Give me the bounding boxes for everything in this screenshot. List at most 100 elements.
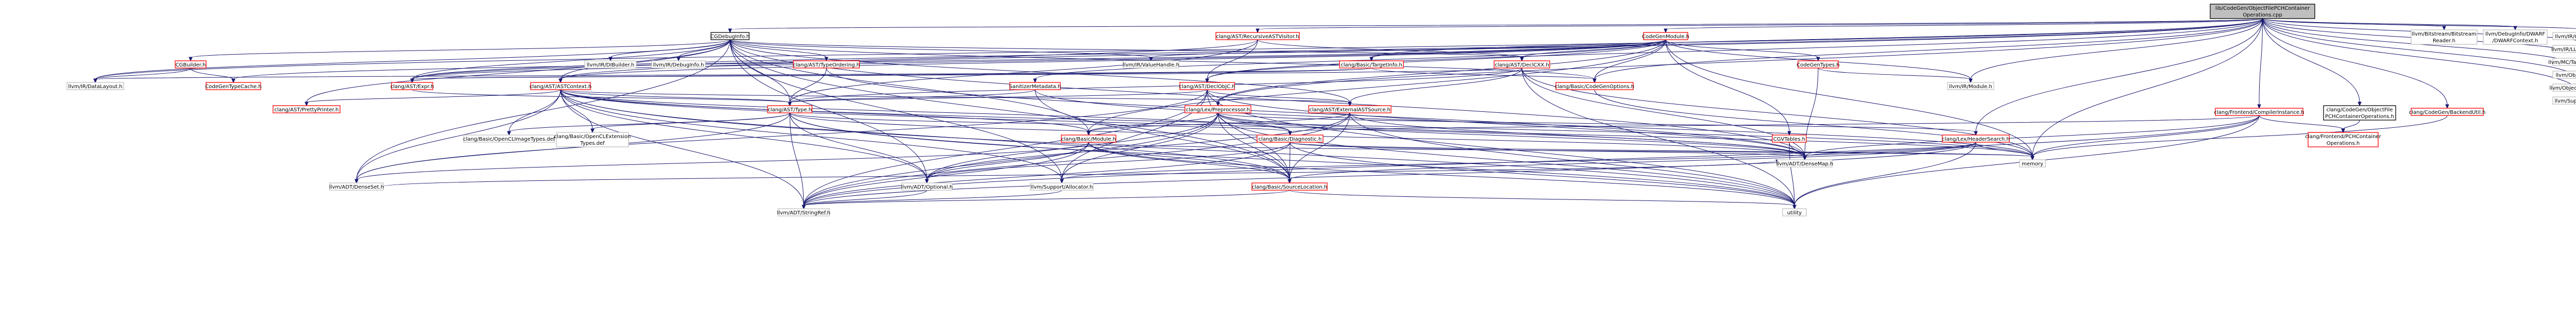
node-label: clang/Lex/HeaderSearch.h	[1942, 137, 2009, 142]
include-edge-root-to-cgdebuginfo	[728, 18, 2263, 33]
graph-node-compilerinstance[interactable]: clang/Frontend/CompilerInstance.h	[2214, 108, 2304, 116]
edge-arrowhead	[676, 57, 681, 62]
edge-line	[2262, 18, 2445, 27]
node-label: clang/AST/Expr.h	[391, 84, 434, 90]
graph-node-declobjc[interactable]: clang/AST/DeclObjC.h	[1179, 82, 1235, 90]
graph-node-lexpreprocessor[interactable]: clang/Lex/Preprocessor.h	[1184, 105, 1251, 113]
graph-node-sanitizermetadata[interactable]: SanitizerMetadata.h	[1009, 82, 1061, 90]
edge-arrowhead	[728, 28, 732, 33]
graph-node-cgdebuginfo[interactable]: CGDebugInfo.h	[710, 32, 750, 40]
edge-line	[560, 89, 1291, 132]
edge-line	[730, 39, 1522, 58]
edge-arrowhead	[558, 78, 563, 83]
graph-node-debuginfo: llvm/IR/DebugInfo.h	[651, 60, 706, 69]
edge-line	[1975, 18, 2263, 132]
include-edge-headersearch-to-densemap	[1803, 142, 1976, 161]
graph-node-astcontext[interactable]: clang/AST/ASTContext.h	[530, 82, 592, 90]
edge-line	[1088, 142, 1795, 206]
node-box	[1009, 82, 1061, 90]
edge-line	[826, 68, 1805, 157]
edge-line	[1150, 39, 1666, 58]
graph-node-root[interactable]: lib/CodeGen/ObjectFilePCHContainerOperat…	[2210, 4, 2315, 19]
graph-node-typeordering[interactable]: clang/AST/TypeOrdering.h	[793, 60, 860, 69]
edge-line	[95, 68, 191, 80]
include-edge-codegenmodule-to-codegentypecache	[231, 39, 1666, 83]
graph-node-declcxx[interactable]: clang/AST/DeclCXX.h	[1494, 60, 1550, 69]
include-edge-astcontext-to-diagnostic	[560, 89, 1292, 136]
graph-node-exprh[interactable]: clang/AST/Expr.h	[391, 82, 434, 90]
graph-node-codegenoptions[interactable]: clang/Basic/CodeGenOptions.h	[1555, 82, 1634, 90]
include-edge-astcontext-to-prettyprinter	[304, 89, 561, 107]
node-label: clang/Basic/CodeGenOptions.h	[1555, 84, 1634, 90]
edge-arrowhead	[2445, 104, 2449, 109]
edge-arrowhead	[1974, 131, 1978, 136]
node-label: CodeGenTypeCache.h	[205, 84, 261, 90]
edge-arrowhead	[507, 131, 511, 136]
edge-line	[356, 142, 1089, 180]
graph-node-valuehandle: llvm/IR/ValueHandle.h	[1123, 60, 1179, 69]
graph-node-basicmodule[interactable]: clang/Basic/Module.h	[1061, 135, 1116, 143]
graph-node-recursiveastvisitor[interactable]: clang/AST/RecursiveASTVisitor.h	[1215, 32, 1300, 40]
include-edge-root-to-memory	[2030, 18, 2263, 161]
graph-node-cgvtables[interactable]: CGVTables.h	[1772, 135, 1807, 143]
edge-arrowhead	[2030, 156, 2035, 161]
node-box	[391, 82, 433, 90]
include-edge-codegenmodule-to-declobjc	[1205, 39, 1666, 83]
edge-line	[2259, 18, 2263, 106]
edge-line	[2262, 18, 2448, 106]
edge-line	[1521, 39, 1666, 58]
graph-node-codegentypes[interactable]: CodeGenTypes.h	[1797, 60, 1840, 69]
edge-line	[1217, 18, 2263, 103]
edge-arrowhead	[304, 102, 309, 107]
graph-node-objectfilepch[interactable]: clang/CodeGen/ObjectFilePCHContainerOper…	[2323, 105, 2396, 121]
edge-line	[1804, 68, 1819, 157]
edge-line	[1290, 115, 2260, 132]
graph-node-opencl_imagetypes: clang/Basic/OpenCLImageTypes.def	[463, 135, 555, 143]
node-box	[1947, 82, 1994, 90]
edge-line	[233, 39, 1666, 80]
node-box	[584, 60, 637, 69]
include-edge-externalastsource-to-basicmodule	[1087, 112, 1350, 136]
graph-node-sourcelocation[interactable]: clang/Basic/SourceLocation.h	[1251, 182, 1328, 191]
graph-node-pchcontainerops[interactable]: clang/Frontend/PCHContainerOperations.h	[2305, 132, 2382, 147]
include-edge-root-to-path	[2262, 18, 2576, 88]
graph-node-codegentypecache[interactable]: CodeGenTypeCache.h	[205, 82, 262, 90]
edge-line	[2032, 115, 2260, 157]
node-box	[2323, 105, 2396, 121]
node-box	[1339, 60, 1404, 69]
node-label: clang/AST/PrettyPrinter.h	[275, 107, 339, 113]
edge-line	[1665, 39, 2033, 157]
edge-line	[1521, 68, 2033, 157]
edge-line	[803, 190, 1290, 206]
node-box	[1782, 208, 1807, 216]
include-edge-diagnostic-to-optional	[925, 142, 1291, 184]
edge-line	[190, 68, 234, 80]
graph-node-llvmcontext: llvm/IR/LLVMContext.h	[2551, 45, 2576, 53]
graph-node-codegenmodule[interactable]: CodeGenModule.h	[1642, 32, 1689, 40]
edge-line	[730, 39, 1350, 103]
graph-node-prettyprinter[interactable]: clang/AST/PrettyPrinter.h	[273, 105, 341, 113]
edge-line	[1804, 115, 2260, 157]
node-box	[530, 82, 591, 90]
edge-arrowhead	[2257, 104, 2261, 109]
node-label: lib/CodeGen/ObjectFilePCHContainer	[2215, 6, 2310, 11]
edge-line	[1088, 112, 1350, 132]
graph-node-typeh[interactable]: clang/AST/Type.h	[767, 105, 812, 113]
edge-line	[789, 112, 1795, 206]
node-label: llvm/Bitstream/Bitstream	[2412, 31, 2476, 37]
include-edge-astcontext-to-allocator	[560, 89, 1064, 184]
graph-node-targetinfo[interactable]: clang/Basic/TargetInfo.h	[1339, 60, 1404, 69]
include-edge-cgbuilder-to-codegentypecache	[190, 68, 235, 83]
edge-line	[2262, 18, 2576, 88]
graph-node-diagnostic[interactable]: clang/Basic/Diagnostic.h	[1257, 135, 1324, 143]
graph-node-module_ir: llvm/IR/Module.h	[1947, 82, 1994, 90]
edge-line	[1257, 18, 2263, 30]
edge-line	[730, 39, 1151, 58]
graph-node-externalastsource[interactable]: clang/AST/ExternalASTSource.h	[1308, 105, 1392, 113]
edge-line	[1217, 112, 1976, 132]
graph-node-headersearch[interactable]: clang/Lex/HeaderSearch.h	[1942, 135, 2010, 143]
graph-node-cgbuilder[interactable]: CGBuilder.h	[175, 60, 207, 69]
edge-line	[1217, 112, 2033, 157]
edge-line	[560, 89, 1350, 103]
graph-node-backendutil[interactable]: clang/CodeGen/BackendUtil.h	[2409, 108, 2486, 116]
